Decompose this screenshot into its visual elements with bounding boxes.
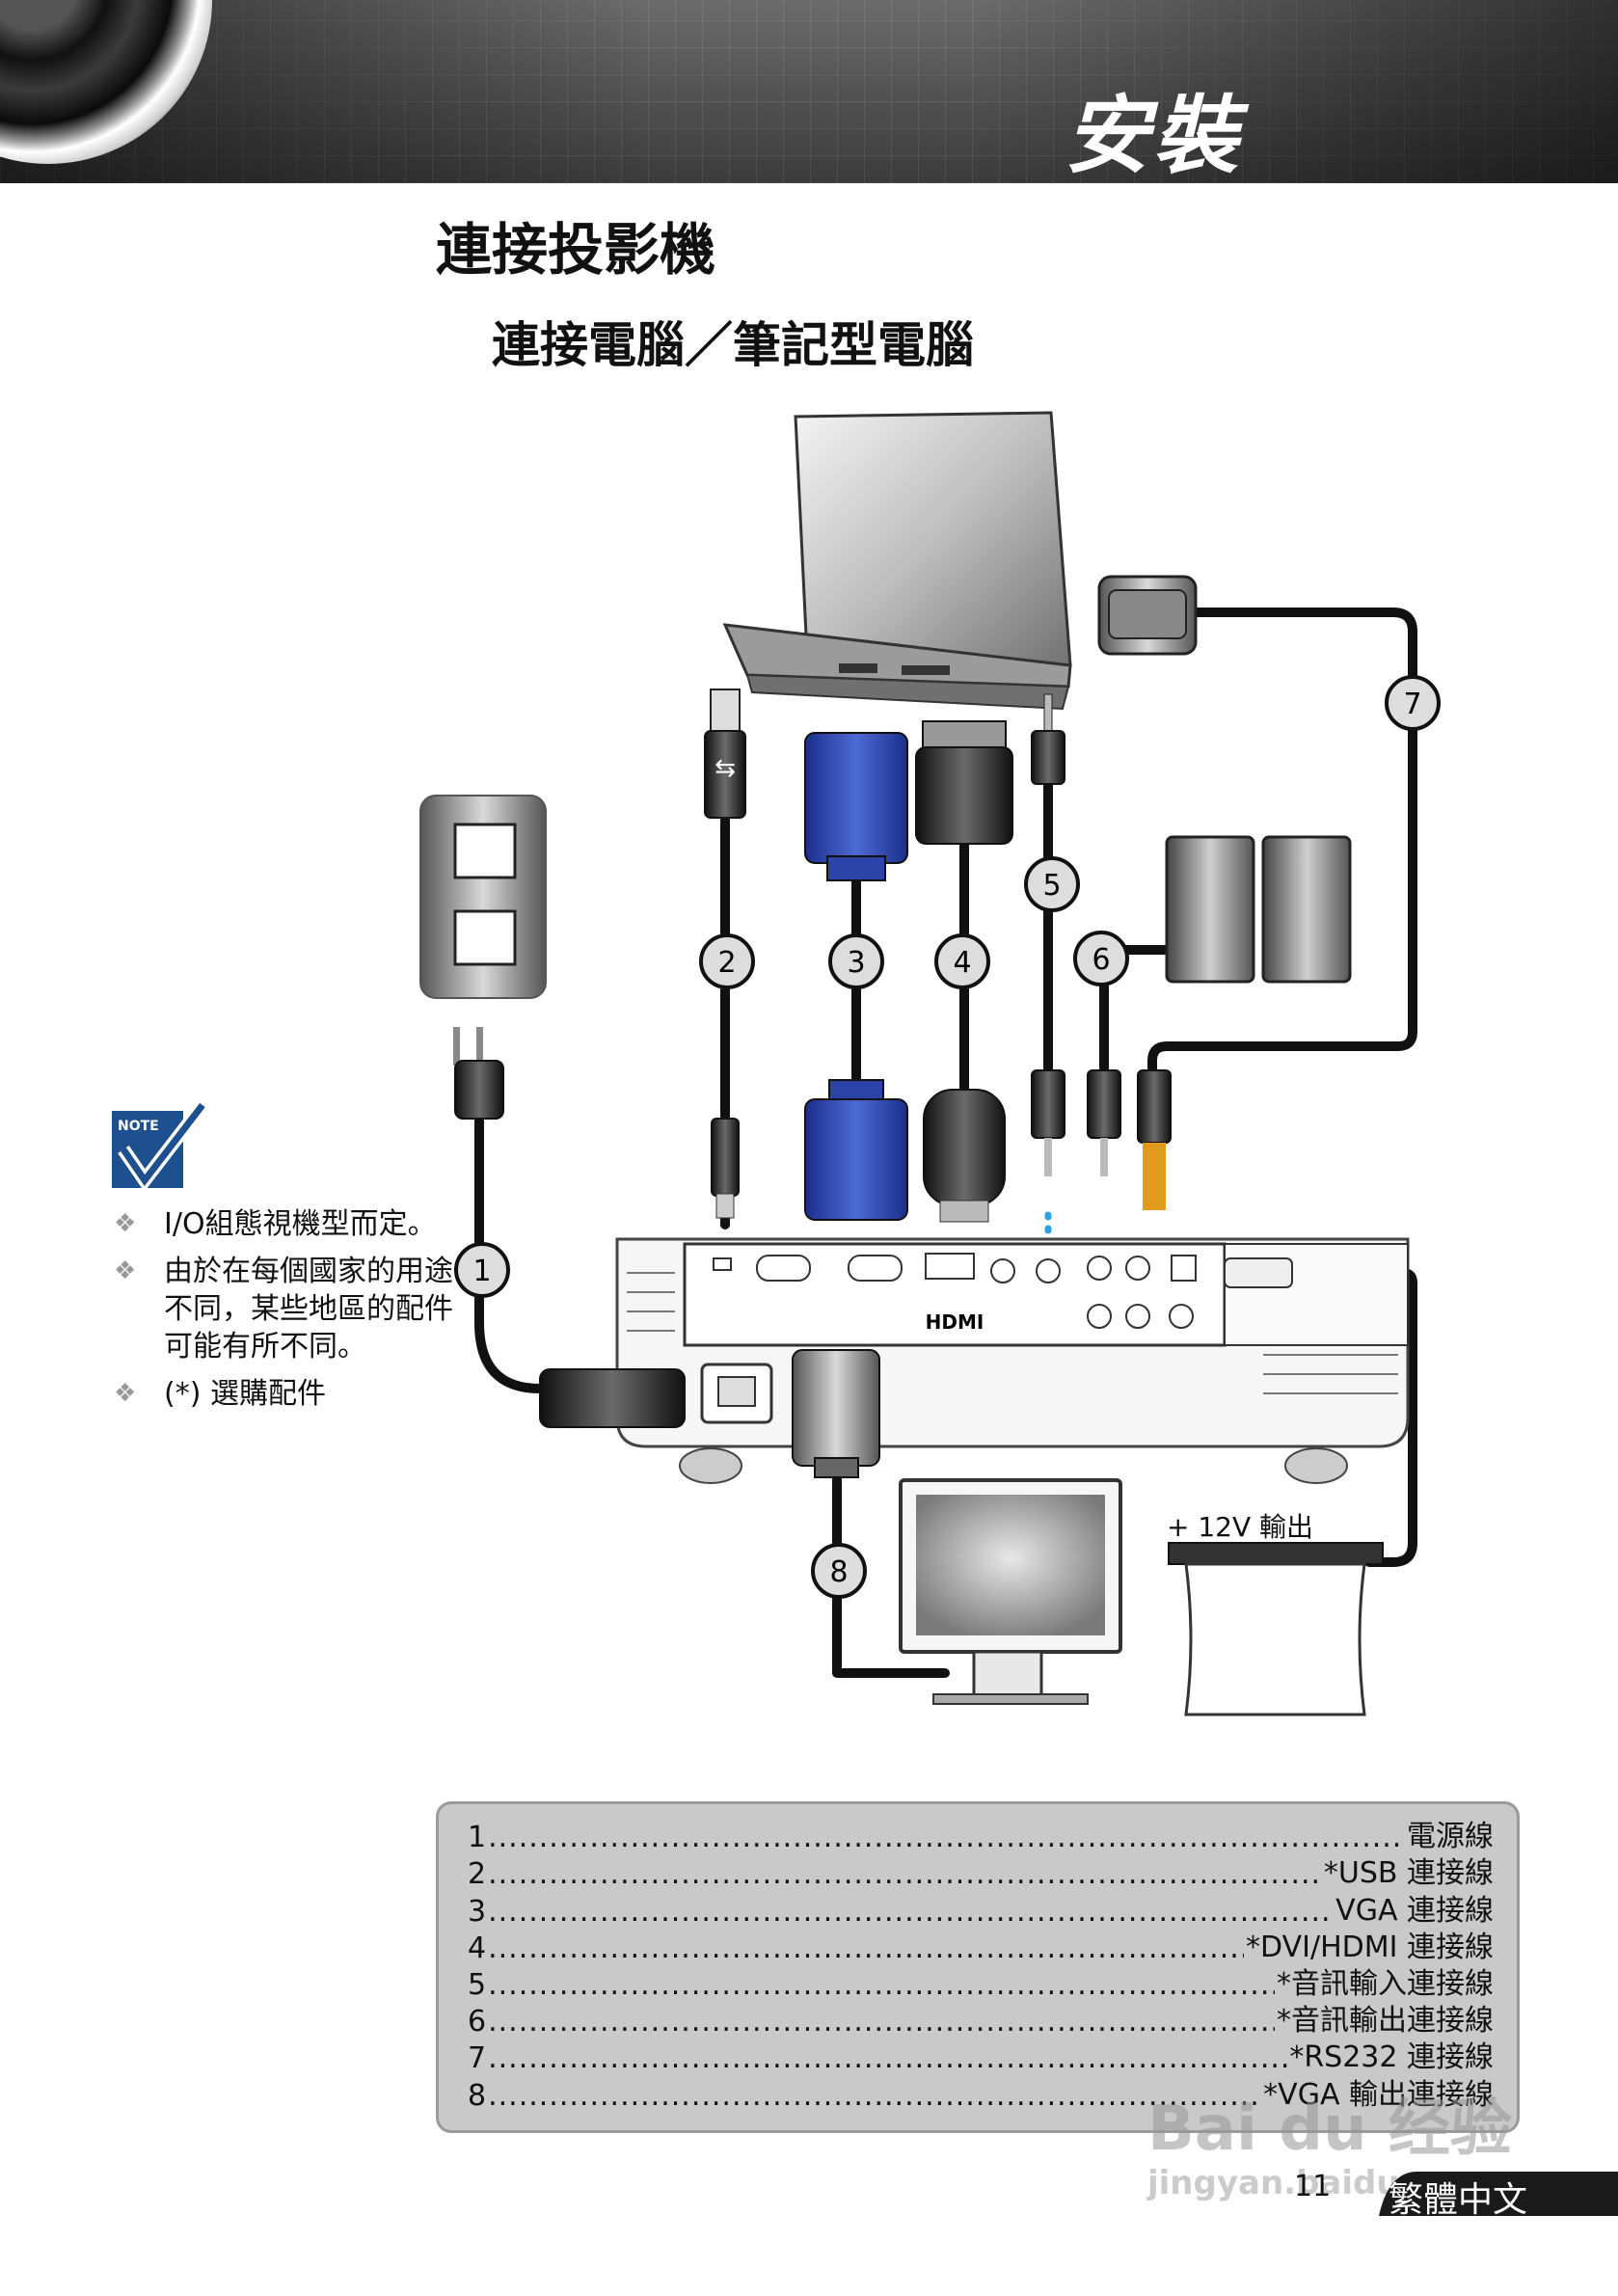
hdmi-connector-bottom bbox=[923, 1089, 1006, 1223]
cable-marker-1-label: 1 bbox=[472, 1255, 491, 1288]
power-outlet bbox=[419, 795, 547, 999]
legend-row: 3VGA 連接線 bbox=[468, 1891, 1494, 1929]
laptop-illustration bbox=[722, 411, 1072, 711]
cable-marker-4-label: 4 bbox=[953, 946, 971, 980]
cable-marker-4 bbox=[934, 933, 990, 989]
cable-marker-5-label: 5 bbox=[1042, 869, 1061, 903]
note-item: ❖ 由於在每個國家的用途 不同，某些地區的配件可能有所不同。 bbox=[114, 1253, 461, 1365]
12v-plug bbox=[1224, 1257, 1293, 1288]
legend-row: 8*VGA 輸出連接線 bbox=[468, 2075, 1494, 2113]
cable-marker-8-label: 8 bbox=[829, 1555, 848, 1589]
cable-marker-3 bbox=[828, 933, 884, 989]
vga-out-connector bbox=[792, 1349, 880, 1478]
audio-jacks-bottom bbox=[1031, 1069, 1172, 1210]
dvi-connector-top bbox=[915, 720, 1013, 845]
svg-text:⇆: ⇆ bbox=[715, 754, 736, 783]
cable-marker-6 bbox=[1073, 931, 1129, 986]
monitor-illustration bbox=[899, 1478, 1122, 1705]
cable-number-markers: 1 2 3 4 5 6 7 8 bbox=[454, 675, 1441, 1599]
note-item-text: 由於在每個國家的用途 不同，某些地區的配件可能有所不同。 bbox=[164, 1255, 453, 1364]
cable-marker-2-label: 2 bbox=[717, 946, 736, 980]
cable-marker-7-label: 7 bbox=[1403, 688, 1421, 721]
cable-marker-8 bbox=[811, 1543, 867, 1599]
power-output-label: + 12V 輸出 bbox=[1167, 1511, 1314, 1543]
cable-legend: 1電源線 2*USB 連接線 3VGA 連接線 4*DVI/HDMI 連接線 5… bbox=[436, 1801, 1520, 2133]
legend-row: 5*音訊輸入連接線 bbox=[468, 1965, 1494, 2002]
bullet-icon: ❖ bbox=[114, 1379, 137, 1408]
audio-jack-top bbox=[1031, 693, 1065, 785]
vga-connector-top bbox=[804, 732, 908, 881]
bullet-icon: ❖ bbox=[114, 1209, 137, 1238]
page-title: 連接投影機 bbox=[436, 217, 716, 283]
cable-marker-1 bbox=[454, 1242, 510, 1298]
svg-text:NOTE: NOTE bbox=[118, 1119, 159, 1134]
header-title: 安裝 bbox=[1064, 86, 1242, 183]
legend-row: 2*USB 連接線 bbox=[468, 1854, 1494, 1891]
watermark: Bai du 经验 bbox=[1147, 2093, 1512, 2165]
legend-row: 6*音訊輸出連接線 bbox=[468, 2002, 1494, 2039]
language-label: 繁體中文 bbox=[1389, 2180, 1528, 2220]
note-item: ❖ I/O組態視機型而定。 bbox=[114, 1205, 461, 1243]
power-cable-connector bbox=[539, 1368, 686, 1428]
note-list: ❖ I/O組態視機型而定。 ❖ 由於在每個國家的用途 不同，某些地區的配件可能有所不… bbox=[114, 1205, 461, 1422]
usb-connector-bottom bbox=[711, 1118, 740, 1219]
speakers-illustration bbox=[1165, 835, 1352, 984]
legend-row: 4*DVI/HDMI 連接線 bbox=[468, 1929, 1494, 1965]
connection-diagram: ⇆ bbox=[419, 411, 1441, 1716]
hdmi-logo: HDMI bbox=[926, 1310, 984, 1334]
rs232-connector bbox=[1097, 575, 1198, 656]
projection-screen-illustration bbox=[1168, 1542, 1384, 1716]
bullet-icon: ❖ bbox=[114, 1256, 137, 1285]
cable-marker-5 bbox=[1024, 856, 1080, 912]
note-icon: NOTE bbox=[112, 1100, 208, 1192]
language-tab bbox=[1379, 2172, 1618, 2216]
cable-marker-3-label: 3 bbox=[847, 946, 865, 980]
page-subtitle: 連接電腦／筆記型電腦 bbox=[492, 317, 974, 373]
note-item-text: (*) 選購配件 bbox=[164, 1377, 326, 1411]
legend-row: 1電源線 bbox=[468, 1818, 1494, 1854]
usb-connector: ⇆ bbox=[704, 689, 746, 819]
cable-marker-2 bbox=[699, 933, 755, 989]
power-plug bbox=[453, 1027, 504, 1120]
note-item-text: I/O組態視機型而定。 bbox=[164, 1207, 437, 1241]
cable-marker-6-label: 6 bbox=[1092, 943, 1110, 977]
cable-marker-7 bbox=[1385, 675, 1441, 731]
legend-row: 7*RS232 連接線 bbox=[468, 2039, 1494, 2075]
page-header: 安裝 bbox=[0, 0, 1618, 183]
page-number: 11 bbox=[1294, 2170, 1332, 2203]
vga-connector-bottom bbox=[804, 1079, 908, 1221]
note-item: ❖ (*) 選購配件 bbox=[114, 1375, 461, 1413]
